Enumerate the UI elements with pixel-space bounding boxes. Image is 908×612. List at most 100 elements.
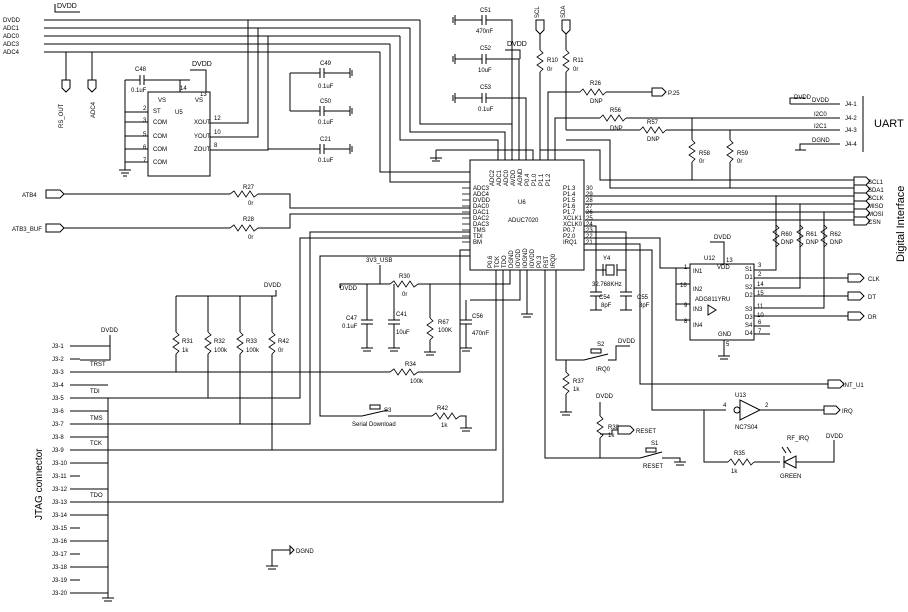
u6-left-pin-label: DVDD bbox=[473, 198, 491, 204]
u6-right-pin-num: 23 bbox=[586, 228, 593, 234]
u6-right-pin-num: 28 bbox=[586, 198, 593, 204]
uart-net-3: DGND bbox=[812, 138, 830, 144]
r61-ref: R61 bbox=[806, 232, 818, 238]
u6-part: ADUC7020 bbox=[508, 218, 539, 224]
c51-value: 470nF bbox=[476, 29, 493, 35]
u5-pin10: 10 bbox=[214, 130, 221, 136]
u5-pin6: 6 bbox=[143, 145, 147, 151]
u12-s3: S3 bbox=[745, 307, 753, 313]
dt-label: DT bbox=[868, 295, 876, 301]
c54-ref: C54 bbox=[599, 295, 611, 301]
r27-ref: R27 bbox=[243, 185, 255, 191]
u6-right-pin-label: IRQ1 bbox=[563, 240, 578, 246]
u6-bottom-pin-label: TCK bbox=[495, 256, 501, 268]
u6-right-pin-label: P1.4 bbox=[563, 192, 576, 198]
u5-pin3: 3 bbox=[143, 118, 147, 124]
r10-ref: R10 bbox=[547, 58, 559, 64]
u5-chip bbox=[147, 91, 211, 177]
c21-value: 0.1uF bbox=[318, 158, 334, 164]
jtag-pin-label: J3-11 bbox=[52, 474, 67, 480]
u5-ref: U5 bbox=[175, 110, 183, 116]
jtag-pin-label: J3-20 bbox=[52, 591, 68, 597]
sda-label: SDA bbox=[561, 6, 567, 18]
u6-top-pin-label: P1.2 bbox=[546, 173, 552, 186]
uart-title: UART bbox=[874, 118, 904, 130]
r26-value: DNP bbox=[590, 99, 603, 105]
u6-bottom-pin-label: P0.6 bbox=[488, 255, 494, 268]
u6-right-pin-label: P1.3 bbox=[563, 186, 576, 192]
u6-top-pin-label: ADC1 bbox=[497, 169, 503, 186]
digital-interface-title: Digital Interface bbox=[895, 186, 907, 262]
u6-ref: U6 bbox=[518, 200, 526, 206]
s1-reset-label: RESET bbox=[643, 464, 663, 470]
r31-ref: R31 bbox=[182, 339, 194, 345]
r35-ref: R38 bbox=[608, 425, 620, 431]
jtag-title: JTAG connector bbox=[34, 448, 45, 520]
u6-right-pin-num: 25 bbox=[586, 216, 593, 222]
u5-com6: COM bbox=[153, 147, 167, 153]
u5-pin14: 14 bbox=[180, 86, 187, 92]
c56-ref: C56 bbox=[472, 314, 484, 320]
u12-pin15: 15 bbox=[757, 291, 764, 297]
jtag-pin-label: J3-15 bbox=[52, 526, 68, 532]
u6-bottom-pin-label: P0.3 bbox=[537, 255, 543, 268]
u6-top-pin-label: AGND bbox=[518, 168, 524, 186]
u12-part: ADG811YRU bbox=[695, 297, 730, 303]
di-net-0: SCL1 bbox=[868, 180, 884, 186]
u6-top-pin-label: ADC2 bbox=[490, 169, 496, 186]
c52-dvdd-label: DVDD bbox=[507, 41, 527, 48]
r56-value: DNP bbox=[610, 126, 623, 132]
u6-top-pin-label: P0.4 bbox=[525, 173, 531, 186]
r30-value: 0r bbox=[402, 292, 407, 298]
u6-bottom-pin-label: IOGND bbox=[523, 248, 529, 268]
di-net-1: SDA1 bbox=[868, 188, 884, 194]
u12-gnd: GND bbox=[718, 332, 732, 338]
c56-value: 470nF bbox=[472, 331, 489, 337]
top-left-bus: DVDD DVDD ADC1 ADC0 ADC3 ADC4 RS_OUT ADC… bbox=[3, 3, 513, 183]
u12-pin14: 14 bbox=[757, 282, 764, 288]
bus-adc1-label: ADC1 bbox=[3, 26, 20, 32]
r42-ref: R34 bbox=[405, 362, 417, 368]
u6-right-pin-label: P1.5 bbox=[563, 198, 576, 204]
u6-left-pin-label: DAC0 bbox=[473, 204, 490, 210]
u12-in2: IN2 bbox=[693, 287, 703, 293]
u6-top-pin-label: P1.1 bbox=[539, 173, 545, 186]
r10-value: 0r bbox=[547, 67, 552, 73]
u6-right-pin-num: 26 bbox=[586, 210, 593, 216]
u12-chip bbox=[689, 263, 755, 341]
u5-vs2: VS bbox=[195, 98, 203, 104]
uart-pin-2: J4-3 bbox=[845, 128, 857, 134]
r38-ref: R37 bbox=[573, 379, 585, 385]
r59-ref: R59 bbox=[737, 151, 749, 157]
dgnd-label: DGND bbox=[296, 549, 314, 555]
uart-net-2: I2C1 bbox=[814, 124, 827, 130]
u5-com7: COM bbox=[153, 160, 167, 166]
u5-yout: YOUT bbox=[194, 134, 211, 140]
u5-pin8: 8 bbox=[214, 143, 218, 149]
uart-net-0: DVDD bbox=[812, 98, 830, 104]
u6-left-pin-label: BM bbox=[473, 240, 482, 246]
crystal-y4: Y4 32.768KHz C54 8pF C55 8pF bbox=[584, 225, 650, 311]
r11-value: 0r bbox=[573, 67, 578, 73]
r37-value: 1k bbox=[441, 423, 448, 429]
r59-value: 0r bbox=[737, 159, 742, 165]
r11-ref: R11 bbox=[573, 58, 584, 64]
r37-ref: R42 bbox=[437, 406, 449, 412]
r58-value: 0r bbox=[699, 159, 704, 165]
r60-ref: R60 bbox=[781, 232, 793, 238]
p25-label: P.25 bbox=[668, 91, 680, 97]
u12-vdd-pin: 13 bbox=[726, 258, 733, 264]
irq0-label: IRQ0 bbox=[596, 367, 611, 373]
u12-d3: D3 bbox=[745, 315, 753, 321]
u6-left-pin-label: DAC2 bbox=[473, 216, 490, 222]
jtag-pin-label: J3-12 bbox=[52, 487, 68, 493]
serial-download-label: Serial Download bbox=[352, 422, 396, 428]
s1-ref: S1 bbox=[651, 441, 659, 447]
dvdd-top-label: DVDD bbox=[57, 3, 77, 10]
tdi-label: TDI bbox=[90, 389, 100, 395]
